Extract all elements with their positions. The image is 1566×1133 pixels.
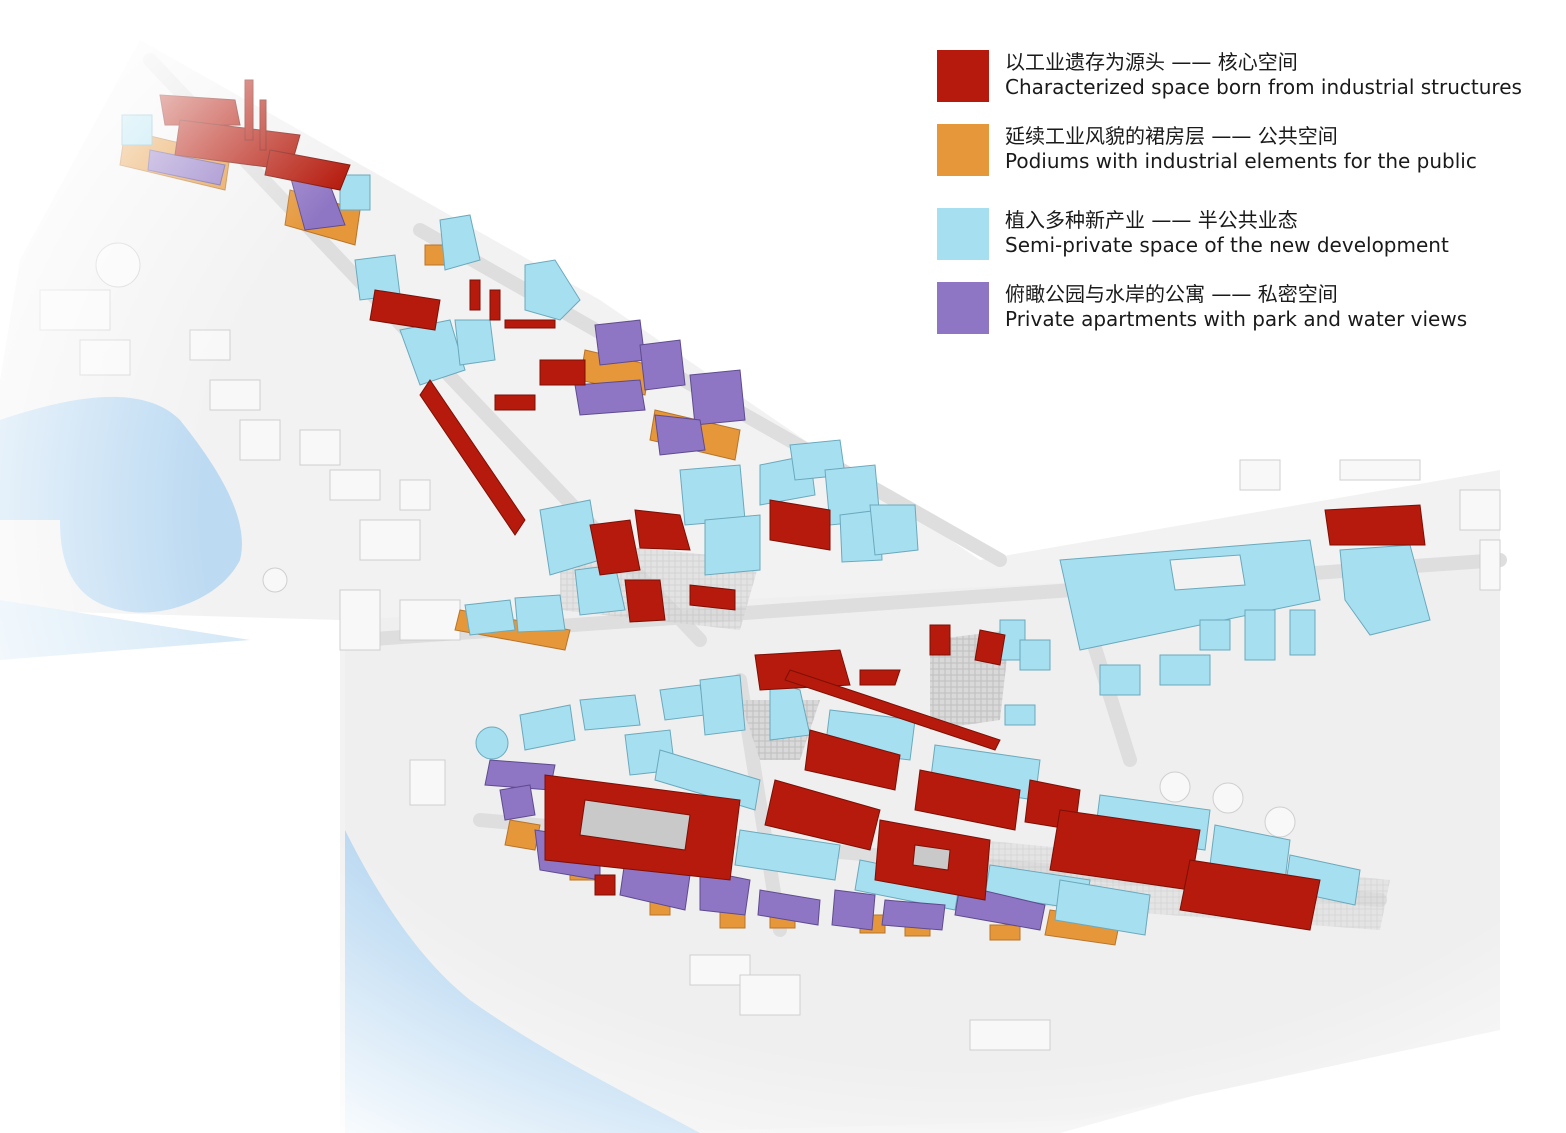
legend: 以工业遗存为源头 —— 核心空间 Characterized space bor… [937, 46, 1557, 352]
legend-label-zh: 俯瞰公园与水岸的公寓 —— 私密空间 [1005, 282, 1338, 306]
legend-item-semi-public-space: 植入多种新产业 —— 半公共业态 Semi-private space of t… [937, 204, 1557, 260]
legend-label-en: Semi-private space of the new developmen… [1005, 233, 1449, 257]
legend-swatch-orange [937, 124, 989, 176]
legend-label-zh: 植入多种新产业 —— 半公共业态 [1005, 208, 1298, 232]
legend-swatch-red [937, 50, 989, 102]
legend-item-public-space: 延续工业风貌的裙房层 —— 公共空间 Podiums with industri… [937, 120, 1557, 176]
legend-item-core-space: 以工业遗存为源头 —— 核心空间 Characterized space bor… [937, 46, 1557, 102]
legend-label-en: Podiums with industrial elements for the… [1005, 149, 1477, 173]
legend-label-zh: 延续工业风貌的裙房层 —— 公共空间 [1005, 124, 1338, 148]
legend-swatch-purple [937, 282, 989, 334]
legend-label-en: Characterized space born from industrial… [1005, 75, 1522, 99]
legend-label-zh: 以工业遗存为源头 —— 核心空间 [1005, 50, 1298, 74]
legend-item-private-space: 俯瞰公园与水岸的公寓 —— 私密空间 Private apartments wi… [937, 278, 1557, 334]
legend-label-en: Private apartments with park and water v… [1005, 307, 1468, 331]
legend-swatch-light-blue [937, 208, 989, 260]
